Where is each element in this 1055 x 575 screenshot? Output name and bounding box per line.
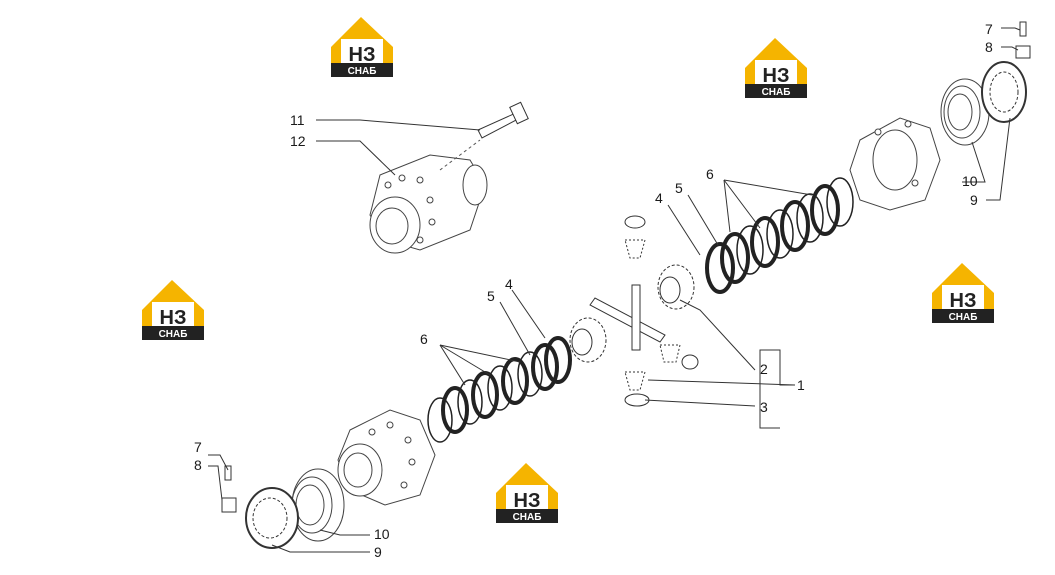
callout-4: 4 [655, 190, 663, 206]
logo-mark: НЗ [349, 44, 376, 66]
logo-mark: НЗ [514, 490, 541, 512]
leader-lines [208, 27, 1021, 553]
bearing-left [291, 468, 345, 542]
callout-9: 9 [970, 192, 978, 208]
brand-logo: НЗ СНАБ [932, 263, 994, 323]
lock-plate [1015, 21, 1031, 59]
logo-caption: СНАБ [348, 66, 377, 77]
side-gear-right [657, 264, 695, 310]
callout-6: 6 [706, 166, 714, 182]
callout-5: 5 [487, 288, 495, 304]
callout-10: 10 [962, 173, 978, 189]
pinion-gear [624, 215, 699, 407]
callout-labels: 11 12 6 5 4 4 5 6 2 1 3 7 8 10 9 7 8 10 … [194, 21, 993, 560]
brand-logo: НЗ СНАБ [142, 280, 204, 340]
callout-1: 1 [797, 377, 805, 393]
differential-case-left [337, 409, 436, 506]
callout-10: 10 [374, 526, 390, 542]
spider-cross [589, 284, 666, 351]
logo-mark: НЗ [763, 65, 790, 87]
logo-caption: СНАБ [159, 329, 188, 340]
differential-housing-assembly [369, 154, 488, 254]
callout-7: 7 [985, 21, 993, 37]
logo-caption: СНАБ [762, 87, 791, 98]
bearing-right [940, 78, 990, 146]
bolt [477, 101, 529, 139]
brand-logo: НЗ СНАБ [496, 463, 558, 523]
brand-logo: НЗ СНАБ [331, 17, 393, 77]
ring-nut-left [245, 487, 299, 549]
callout-8: 8 [194, 457, 202, 473]
brand-logo: НЗ СНАБ [745, 38, 807, 98]
callout-2: 2 [760, 361, 768, 377]
logo-caption: СНАБ [513, 512, 542, 523]
logo-mark: НЗ [950, 290, 977, 312]
callout-3: 3 [760, 399, 768, 415]
callout-12: 12 [290, 133, 306, 149]
callout-7: 7 [194, 439, 202, 455]
logo-mark: НЗ [160, 307, 187, 329]
callout-5: 5 [675, 180, 683, 196]
clutch-disc-pack-right [705, 177, 854, 294]
clutch-disc-pack-left [427, 336, 572, 443]
differential-case-right [849, 117, 941, 211]
side-gear-left [569, 317, 607, 363]
callout-6: 6 [420, 331, 428, 347]
logo-caption: СНАБ [949, 312, 978, 323]
callout-4: 4 [505, 276, 513, 292]
callout-8: 8 [985, 39, 993, 55]
lock-plate [221, 465, 237, 513]
callout-11: 11 [290, 112, 305, 128]
ring-nut-right [981, 61, 1027, 123]
callout-9: 9 [374, 544, 382, 560]
